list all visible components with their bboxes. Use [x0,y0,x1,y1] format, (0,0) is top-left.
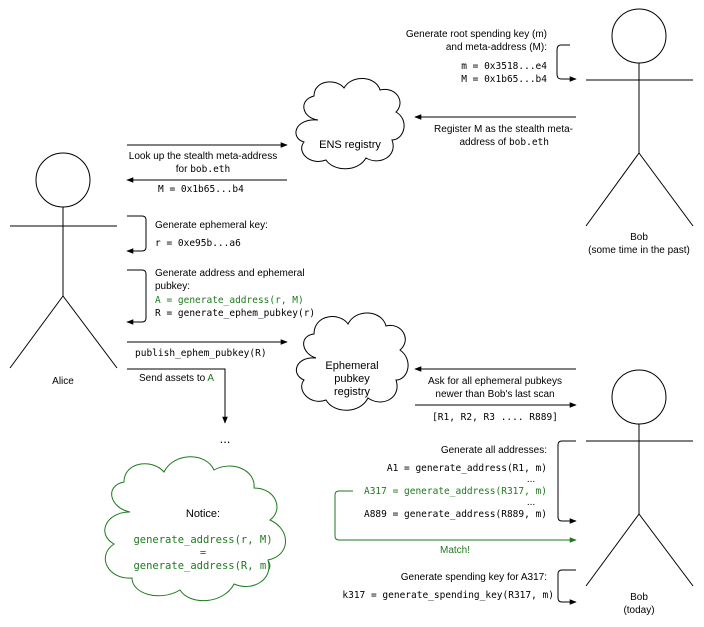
r-list: [R1, R2, R3 .... R889] [432,412,558,423]
notice-line-3: generate_address(R, m) [133,560,272,572]
match-arrow [334,490,577,543]
ephemeral-registry-label-1: Ephemeral [325,360,378,372]
send-assets-arrow [127,368,228,424]
self-loop-ephem-key [126,215,147,254]
bob-past-label: Bob [630,232,648,243]
bob-past-sublabel: (some time in the past) [588,245,690,256]
bob-today-sublabel: (today) [623,605,654,616]
ask-text-1: Ask for all ephemeral pubkeys [428,376,562,387]
self-loop-gen-address [126,269,147,325]
alice-steps: Look up the stealth meta-address for bob… [126,142,315,446]
actor-bob-today: Bob (today) [585,369,694,616]
dots-1: ... [527,474,535,485]
notice-line-2: = [200,547,206,559]
self-loop-gen-all [557,440,577,524]
notice-line-1: generate_address(r, M) [133,534,272,546]
k317-code: k317 = generate_spending_key(R317, m) [342,590,554,601]
gen-spend-text: Generate spending key for A317: [401,572,547,583]
ephemeral-registry-label-3: registry [334,386,371,398]
match-text: Match! [440,545,470,556]
m-value: m = 0x3518...e4 [461,61,547,72]
lookup-text-1: Look up the stealth meta-address [129,151,277,162]
ephemeral-registry-cloud: Ephemeral pubkey registry [295,312,409,411]
self-loop-arrow-root [556,44,577,82]
actor-alice: Alice [9,152,118,387]
gen-addr-text-1: Generate address and ephemeral [155,268,305,279]
register-text-2: address of bob.eth [459,137,549,148]
gen-root-text-1: Generate root spending key (m) [406,29,547,40]
actor-bob-past: Bob (some time in the past) [585,8,694,256]
ask-text-2: newer than Bob's last scan [435,389,554,400]
M-value: M = 0x1b65...b4 [461,74,547,85]
self-loop-spend-key [557,569,577,605]
notice-cloud: Notice: generate_address(r, M) = generat… [104,456,286,602]
ephemeral-registry-label-2: pubkey [334,373,370,385]
lookup-text-2: for bob.eth [176,164,231,175]
gen-addr-text-2: pubkey: [155,281,190,292]
ens-registry-label: ENS registry [319,139,381,151]
ens-registry-cloud: ENS registry [295,78,405,170]
dots-2: ... [527,497,535,508]
R-code: R = generate_ephem_pubkey(r) [155,308,315,319]
alice-label: Alice [52,376,74,387]
publish-code: publish_ephem_pubkey(R) [135,348,267,359]
A-code: A = generate_address(r, M) [155,295,304,306]
r-value: r = 0xe95b...a6 [155,238,241,249]
gen-ephem-key-text: Generate ephemeral key: [155,220,268,231]
a1-code: A1 = generate_address(R1, m) [387,463,547,474]
gen-all-text: Generate all addresses: [441,445,547,456]
bob-today-steps: Ask for all ephemeral pubkeys newer than… [334,366,577,605]
bob-today-label: Bob [630,592,648,603]
gen-root-text-2: and meta-address (M): [446,42,547,53]
send-assets-text: Send assets to A [139,373,214,384]
register-text-1: Register M as the stealth meta- [434,124,573,135]
notice-title: Notice: [186,508,220,520]
continuation-ellipsis: ... [220,431,231,446]
a317-code: A317 = generate_address(R317, m) [364,486,547,497]
a889-code: A889 = generate_address(R889, m) [364,509,547,520]
bob-past-steps: Generate root spending key (m) and meta-… [406,29,577,148]
M-result: M = 0x1b65...b4 [158,184,244,195]
